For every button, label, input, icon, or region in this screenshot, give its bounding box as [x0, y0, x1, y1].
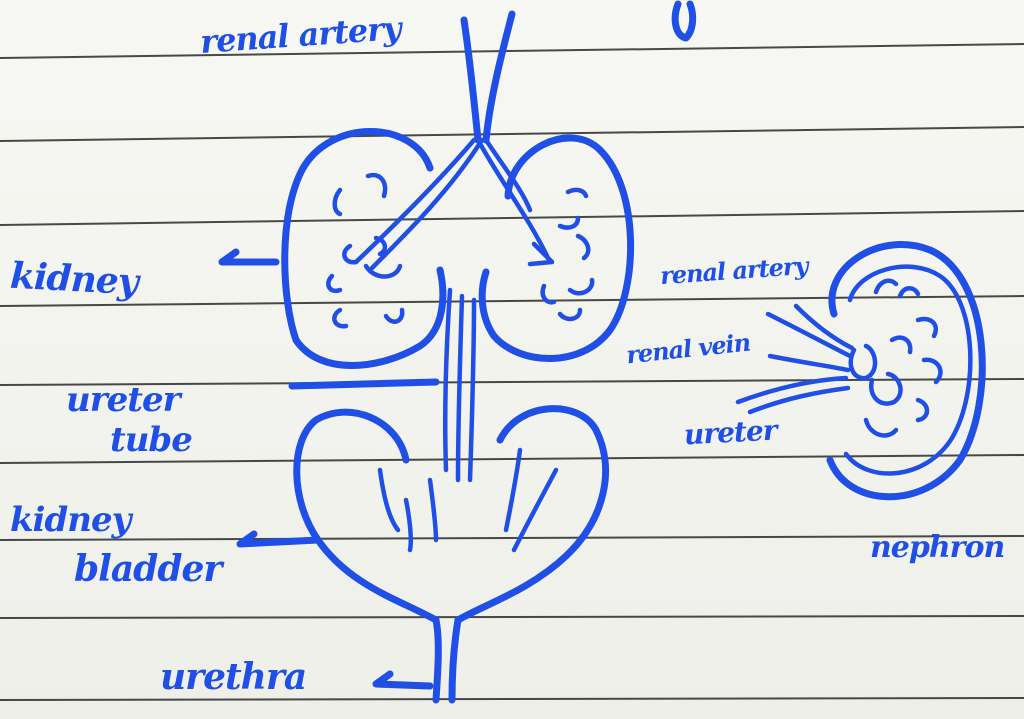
- label-ureter-tube-line2: tube: [110, 420, 192, 460]
- label-kidney: kidney: [9, 255, 139, 304]
- label-kidney-bladder-line1: kidney: [10, 500, 130, 540]
- label-kidney-bladder-line2: bladder: [74, 548, 221, 590]
- label-urethra: urethra: [160, 656, 306, 698]
- right-kidney: [482, 138, 630, 359]
- bladder: [297, 409, 606, 700]
- pointer-arrows: [222, 252, 436, 686]
- label-nephron: nephron: [870, 530, 1004, 565]
- left-kidney: [285, 132, 443, 366]
- label-ureter-tube-line1: ureter: [66, 380, 180, 420]
- stray-mark: [675, 4, 692, 38]
- nephron-drawing: [738, 245, 982, 497]
- label-ureter-right: ureter: [683, 414, 777, 452]
